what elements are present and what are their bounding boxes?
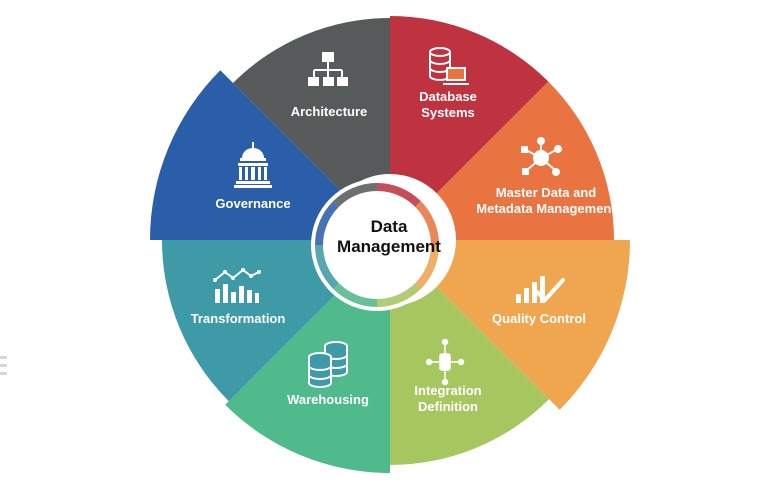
integration-node-icon — [425, 338, 465, 386]
center-title-line2: Management — [337, 237, 441, 256]
segment-warehousing — [162, 240, 344, 402]
bar-line-chart-icon — [213, 268, 261, 303]
center-title-line1: Data — [371, 217, 408, 236]
segment-label-transformation: Transformation — [191, 311, 286, 326]
center-ring-arc-database-systems — [415, 201, 439, 246]
database-stack-icon — [308, 341, 348, 388]
center-ring-arc-transformation — [315, 201, 339, 246]
network-nodes-icon — [521, 137, 562, 176]
bar-chart-check-icon — [516, 276, 565, 303]
segment-label-database-systems: Database — [419, 89, 477, 104]
segment-label-database-systems: Systems — [421, 105, 474, 120]
database-laptop-icon — [429, 47, 469, 85]
center-ring-arc-warehousing — [315, 244, 339, 289]
segment-label-master-data: Master Data and — [496, 185, 596, 200]
segment-label-architecture: Architecture — [291, 104, 368, 119]
segment-governance — [233, 17, 390, 194]
segment-database-systems — [436, 81, 614, 240]
segment-quality-control — [390, 286, 550, 465]
center-ring-arc-governance — [333, 183, 378, 207]
segment-master-data — [436, 240, 630, 410]
center-ring-arcs — [315, 183, 439, 307]
center-ring-arc-architecture — [376, 183, 421, 207]
hierarchy-icon — [308, 52, 348, 86]
center-hub — [326, 194, 428, 296]
segment-label-integration-definition: Definition — [418, 399, 478, 414]
segment-label-master-data: Metadata Management — [476, 201, 616, 216]
center-ring-arc-quality-control — [376, 283, 421, 307]
segment-label-warehousing: Warehousing — [287, 392, 369, 407]
capitol-building-icon — [234, 142, 272, 188]
segment-label-integration-definition: Integration — [414, 383, 481, 398]
center-ring-arc-master-data — [415, 244, 439, 289]
segment-label-quality-control: Quality Control — [492, 311, 586, 326]
segment-integration-definition — [225, 286, 390, 473]
segment-label-governance: Governance — [215, 196, 290, 211]
edge-decoration — [0, 356, 8, 380]
center-ring-arc-integration-definition — [333, 283, 378, 307]
